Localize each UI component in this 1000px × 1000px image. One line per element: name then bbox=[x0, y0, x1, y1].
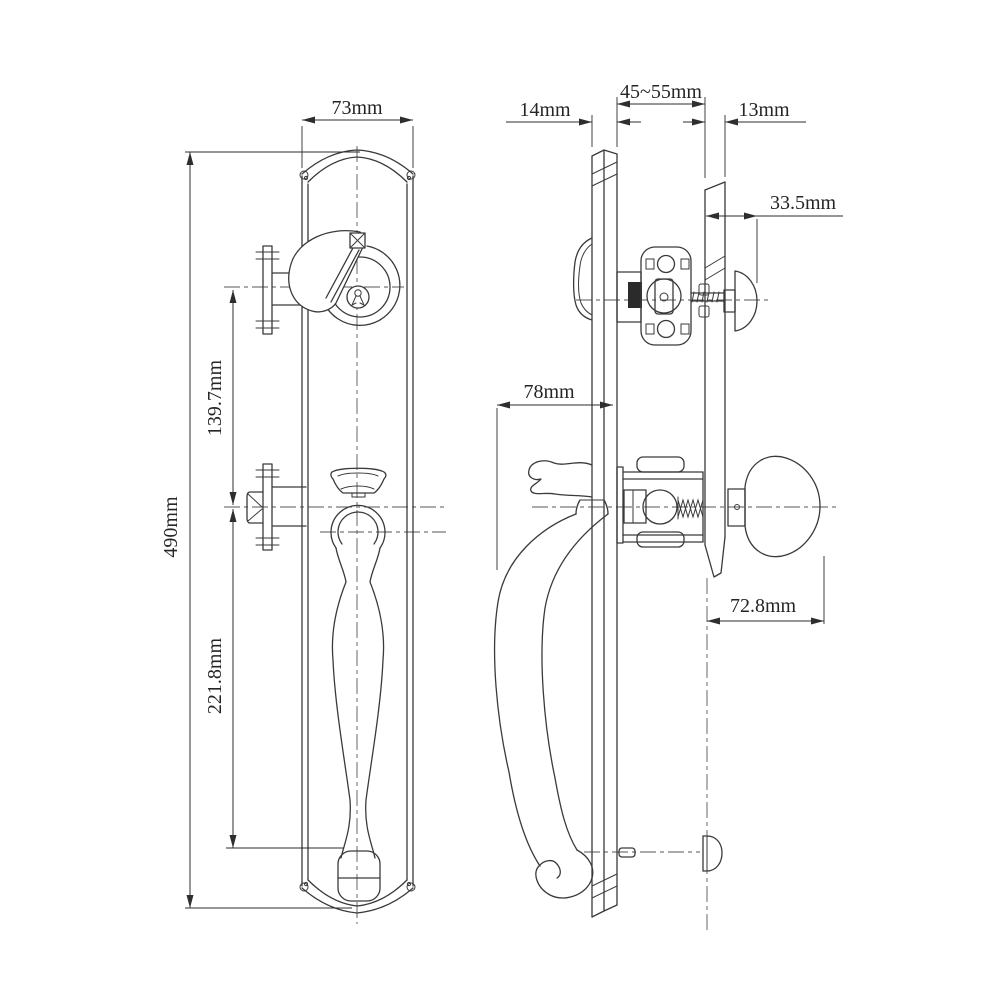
deadbolt-spindle bbox=[690, 291, 725, 303]
dim-label-latch-to-bottom: 221.8mm bbox=[204, 638, 226, 715]
screw-cap bbox=[702, 835, 723, 872]
side-bottom-fasteners bbox=[618, 835, 723, 872]
side-view bbox=[493, 149, 821, 918]
dim-label-interior-thickness: 13mm bbox=[738, 99, 790, 121]
side-grip-handle bbox=[493, 460, 609, 899]
front-handle-cup bbox=[330, 467, 387, 498]
dim-label-exterior-thickness: 14mm bbox=[519, 99, 571, 121]
dim-label-plate-width: 73mm bbox=[331, 97, 383, 119]
dim-label-handle-projection: 78mm bbox=[523, 381, 575, 403]
front-latch-edge bbox=[246, 463, 307, 551]
side-exterior-plate bbox=[591, 149, 618, 918]
plate-corner-ornaments bbox=[299, 170, 416, 892]
dim-label-knob-projection: 72.8mm bbox=[730, 595, 797, 617]
side-interior-trim bbox=[704, 181, 726, 578]
keyhole-icon bbox=[350, 289, 366, 307]
dim-label-thumbturn-projection: 33.5mm bbox=[770, 192, 837, 214]
side-latch-assembly bbox=[616, 455, 821, 558]
dim-label-overall-height: 490mm bbox=[160, 496, 182, 558]
interior-thumbturn bbox=[723, 270, 758, 332]
front-deadbolt-thumbturn bbox=[288, 230, 401, 326]
front-grip-handle bbox=[330, 504, 386, 902]
interior-knob bbox=[727, 455, 821, 558]
dimension-labels: 73mm 490mm 139.7mm 221.8mm 14mm 45~55mm … bbox=[160, 81, 836, 714]
dim-label-door-thickness: 45~55mm bbox=[620, 81, 702, 103]
latch-spring bbox=[677, 496, 704, 520]
dim-label-deadbolt-to-latch: 139.7mm bbox=[204, 360, 226, 437]
side-deadbolt-assembly bbox=[572, 237, 758, 346]
front-view bbox=[246, 149, 416, 914]
dimension-annotations bbox=[185, 97, 843, 909]
